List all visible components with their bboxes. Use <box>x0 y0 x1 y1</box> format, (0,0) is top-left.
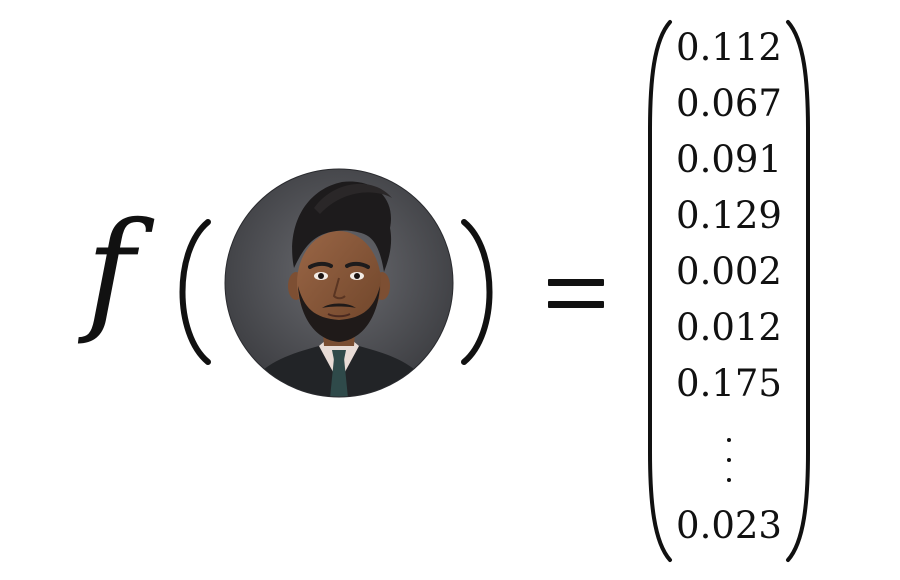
vertical-ellipsis <box>724 434 734 490</box>
vector-entry: 0.002 <box>676 250 782 293</box>
vector-entry: 0.175 <box>676 362 782 405</box>
vector-right-bracket <box>786 20 810 562</box>
left-parenthesis <box>179 219 211 365</box>
equals-bar-top <box>548 279 604 286</box>
vector-entry: 0.012 <box>676 306 782 349</box>
vector-entry: 0.129 <box>676 194 782 237</box>
vector-last-entry: 0.023 <box>676 504 782 547</box>
function-symbol: f <box>86 194 135 348</box>
right-parenthesis <box>461 219 493 365</box>
vector-entry: 0.112 <box>676 26 782 69</box>
output-vector: 0.112 0.067 0.091 0.129 0.002 0.012 0.17… <box>664 20 794 562</box>
equals-sign <box>548 279 604 309</box>
equals-bar-bottom <box>548 301 604 308</box>
vector-entry: 0.091 <box>676 138 782 181</box>
vector-entry: 0.067 <box>676 82 782 125</box>
vector-left-bracket <box>648 20 672 562</box>
portrait-photo <box>224 168 454 398</box>
